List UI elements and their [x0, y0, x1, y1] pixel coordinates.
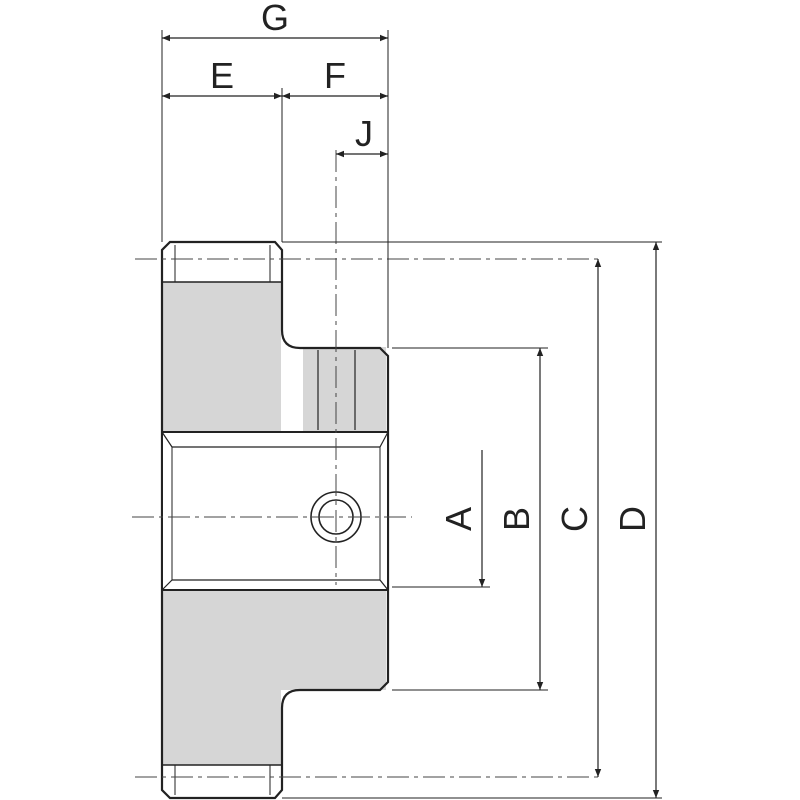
centerlines: [132, 150, 598, 778]
bore: [161, 431, 389, 591]
upper-web-section: [163, 282, 281, 432]
label-a: A: [438, 507, 479, 531]
label-b: B: [496, 507, 537, 531]
upper-hub-section: [303, 347, 386, 432]
dimension-labels: G E F J A B C D: [210, 0, 653, 532]
lower-web-section: [163, 590, 281, 765]
gear-body: [160, 240, 390, 800]
label-d: D: [612, 506, 653, 532]
label-j: J: [355, 113, 373, 154]
label-f: F: [324, 55, 346, 96]
gear-outline: [160, 240, 390, 800]
dimension-lines: [162, 34, 660, 798]
extension-lines: [161, 30, 662, 799]
lower-hub-section: [281, 590, 386, 690]
label-c: C: [554, 506, 595, 532]
label-e: E: [210, 55, 234, 96]
label-g: G: [261, 0, 289, 38]
